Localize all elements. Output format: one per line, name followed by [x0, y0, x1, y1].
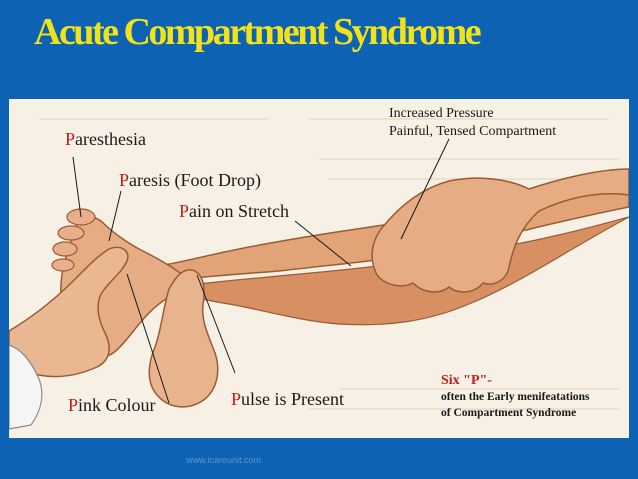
label-paresis-letter: P [119, 170, 130, 190]
label-pain-letter: P [179, 201, 190, 221]
six-p-line2: of Compartment Syndrome [441, 407, 577, 419]
pressure-note-line2: Painful, Tensed Compartment [389, 124, 557, 139]
label-paresthesia-text: aresthesia [75, 129, 146, 149]
leader-pressure [400, 138, 450, 240]
six-p-note: Six "P"- often the Early menifeatations … [441, 373, 590, 421]
label-paresthesia: Paresthesia [65, 129, 146, 150]
label-paresis: Paresis (Foot Drop) [119, 170, 261, 191]
label-pink-text: ink Colour [78, 395, 156, 415]
label-pulse-text: ulse is Present [241, 389, 345, 409]
leg-examination-illustration [9, 118, 629, 430]
leader-pulse [196, 274, 236, 374]
label-pain-text: ain on Stretch [189, 201, 289, 221]
label-pulse-present: Pulse is Present [231, 389, 344, 410]
label-pink-letter: P [68, 395, 79, 415]
watermark: www.icareunit.com [186, 455, 262, 465]
leader-pain-on-stretch [294, 220, 352, 267]
label-paresis-text: aresis (Foot Drop) [129, 170, 261, 190]
pressure-note-line1: Increased Pressure [389, 106, 494, 121]
leader-paresthesia [72, 156, 82, 218]
six-p-heading: Six "P"- [441, 373, 492, 388]
right-hand [148, 269, 219, 408]
label-pink-colour: Pink Colour [68, 395, 156, 416]
left-hand [9, 246, 129, 378]
leader-pink-colour [126, 273, 170, 404]
six-p-line1: often the Early menifeatations [441, 391, 590, 403]
illustration-panel: Paresthesia Paresis (Foot Drop) Pain on … [9, 99, 629, 438]
label-pulse-letter: P [231, 389, 242, 409]
label-pain-on-stretch: Pain on Stretch [179, 201, 289, 222]
label-paresthesia-letter: P [65, 129, 76, 149]
shirt-cuff [9, 344, 43, 430]
pressing-hand [371, 168, 629, 293]
leader-paresis [108, 190, 122, 242]
slide-title: Acute Compartment Syndrome [34, 11, 482, 53]
